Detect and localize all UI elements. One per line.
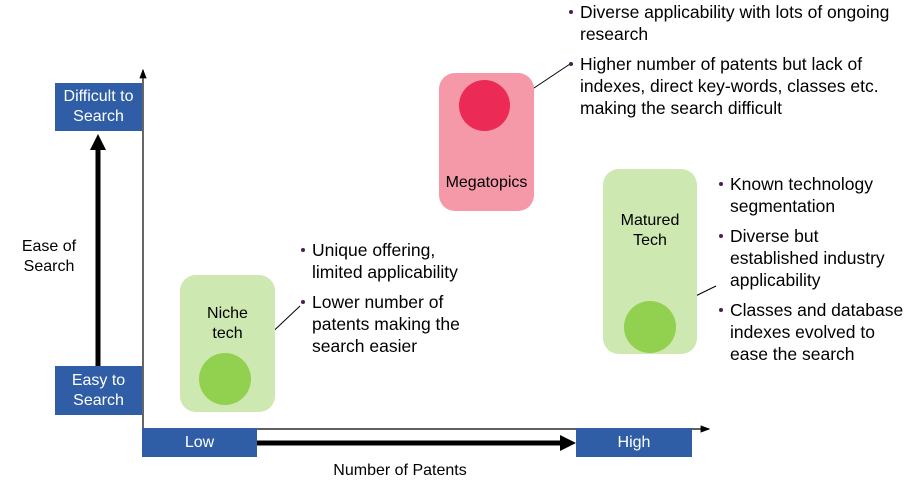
- niche-tech-label: Niche tech: [207, 305, 248, 342]
- bullet-item: Lower number of patents making the searc…: [300, 291, 490, 357]
- bullet-item: Diverse but established industry applica…: [718, 225, 908, 291]
- y-axis-title: Ease of Search: [21, 238, 77, 275]
- megatopics-bullets: Diverse applicability with lots of ongoi…: [568, 1, 908, 127]
- ease-arrowhead: [90, 134, 106, 150]
- bullet-item: Known technology segmentation: [718, 173, 908, 217]
- low-box: Low: [142, 428, 257, 457]
- megatopics-dot: [459, 80, 510, 131]
- niche-tech-bullets: Unique offering, limited applicability L…: [300, 239, 490, 365]
- matured-tech-label: Matured Tech: [620, 212, 680, 249]
- difficult-to-search-label: Difficult to Search: [63, 88, 134, 125]
- matured-tech-dot: [624, 301, 676, 353]
- bullet-item: Unique offering, limited applicability: [300, 239, 490, 283]
- low-label: Low: [184, 433, 215, 451]
- megatopics-label: Megatopics: [445, 174, 528, 191]
- patents-arrowhead: [560, 435, 576, 451]
- bullet-item: Diverse applicability with lots of ongoi…: [568, 1, 908, 45]
- bullet-item: Higher number of patents but lack of ind…: [568, 53, 908, 119]
- difficult-to-search-box: Difficult to Search: [55, 83, 142, 131]
- niche-tech-dot: [199, 353, 251, 405]
- x-axis-title: Number of Patents: [333, 462, 467, 479]
- bullet-item: Classes and database indexes evolved to …: [718, 299, 908, 365]
- matured-tech-bullets: Known technology segmentation Diverse bu…: [718, 173, 908, 373]
- high-box: High: [576, 428, 692, 457]
- easy-to-search-box: Easy to Search: [55, 366, 142, 415]
- easy-to-search-label: Easy to Search: [71, 371, 126, 409]
- high-label: High: [617, 433, 651, 451]
